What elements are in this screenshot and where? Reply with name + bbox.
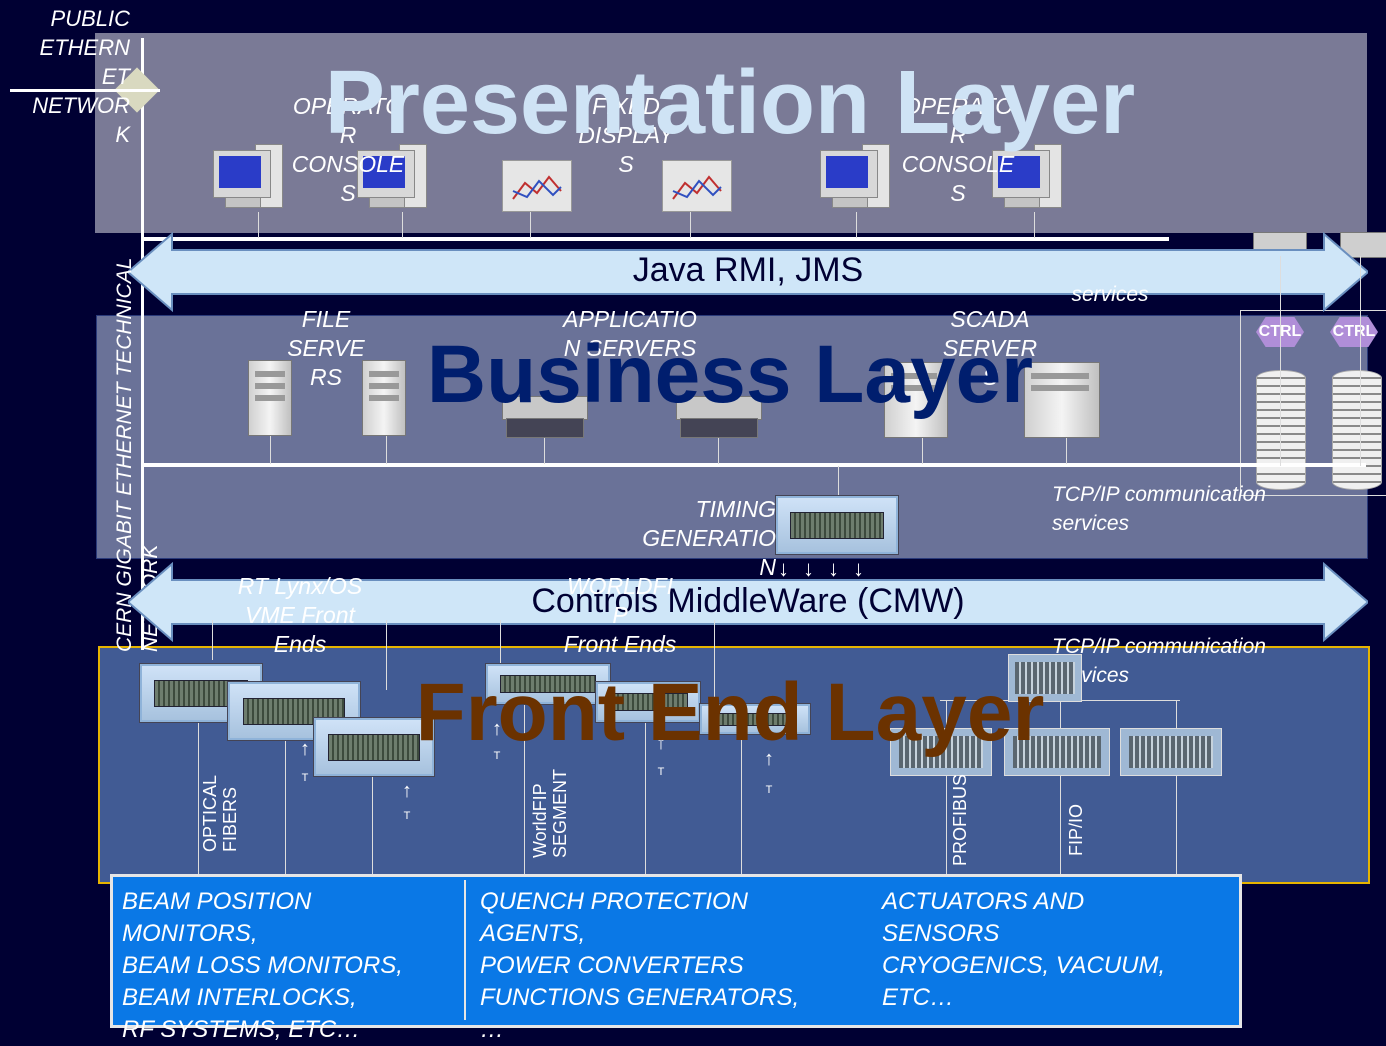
t-marker: ↑	[300, 738, 310, 760]
bus-line	[645, 720, 646, 878]
operator-console-icon	[992, 144, 1062, 208]
drop-line	[922, 430, 923, 464]
drop-line	[1066, 430, 1067, 464]
worldfip-frontend-icon	[700, 704, 810, 734]
disk-array-icon	[1332, 370, 1382, 490]
field-col-2: QUENCH PROTECTION AGENTS, POWER CONVERTE…	[480, 888, 800, 1043]
bus-line	[1060, 700, 1061, 878]
drop-line	[1034, 212, 1035, 238]
tcpip-label-business: TCP/IP communication services	[1052, 483, 1266, 535]
fixed-displays-label: FIXED DISPLAY S	[578, 93, 674, 177]
bus-line	[372, 770, 373, 878]
bus-line	[524, 700, 525, 878]
java-rmi-band	[128, 232, 1368, 312]
cmw-label: Controls MiddleWare (CMW)	[531, 582, 965, 620]
drop-line	[544, 430, 545, 464]
drop-line	[402, 212, 403, 238]
t-marker-label: T	[657, 766, 665, 778]
field-col-3: ACTUATORS AND SENSORS CRYOGENICS, VACUUM…	[882, 888, 1166, 1011]
disk-array-icon	[1256, 370, 1306, 490]
business-layer-title: Business Layer	[426, 329, 1034, 420]
application-server-icon	[502, 396, 588, 438]
presentation-layer-title: Presentation Layer	[324, 53, 1136, 153]
operator-console-icon	[357, 144, 427, 208]
bus-line	[198, 720, 199, 878]
scada-servers-label: SCADA SERVER S	[942, 306, 1038, 390]
drop-line	[838, 466, 839, 502]
bus-line	[212, 620, 213, 660]
bus-line	[741, 720, 742, 878]
drop-line	[270, 430, 271, 464]
application-server-icon	[676, 396, 762, 438]
drop-line	[258, 212, 259, 238]
scada-server-icon	[1024, 362, 1100, 438]
rt-lynx-label: RT Lynx/OS VME Front Ends	[237, 573, 363, 657]
timing-generator-icon	[776, 496, 898, 554]
ctrl-badge: CTRL	[1330, 317, 1378, 347]
drop-line	[1360, 256, 1361, 466]
t-marker-label: T	[765, 784, 773, 796]
services-label: services	[1071, 283, 1149, 306]
public-ethernet-label: PUBLIC ETHERN ET NETWOR K	[32, 6, 130, 147]
bus-line	[714, 620, 715, 700]
bus-line	[386, 620, 387, 690]
java-rmi-label: Java RMI, JMS	[632, 251, 864, 289]
t-marker: ↑	[492, 718, 502, 740]
front-end-layer-title: Front End Layer	[415, 667, 1045, 758]
worldfip-label: WORLDFI P Front Ends	[563, 573, 677, 657]
vme-crate-icon	[228, 682, 360, 740]
bus-line	[285, 730, 286, 878]
timing-arrows: ↓↓↓↓	[778, 556, 878, 581]
profibus-label: PROFIBUS	[950, 773, 970, 866]
file-servers-label: FILE SERVE RS	[287, 306, 365, 390]
optical-fibers-label: OPTICAL FIBERS	[200, 774, 240, 852]
business-bus-line	[141, 463, 1366, 467]
t-marker: ↑	[764, 748, 774, 770]
drop-line	[718, 430, 719, 464]
drop-line	[386, 430, 387, 464]
field-devices-box	[110, 874, 1242, 1028]
timing-generation-label: TIMING GENERATIO N	[642, 496, 776, 580]
application-servers-label: APPLICATIO N SERVERS	[563, 306, 697, 361]
storage-enclosure	[1240, 310, 1386, 496]
plc-icon	[890, 728, 992, 776]
presentation-bus-line	[141, 237, 1169, 241]
t-marker: ↑	[656, 732, 666, 754]
operator-consoles-left-label: OPERATO R CONSOLE S	[291, 93, 405, 206]
t-marker-label: T	[301, 772, 309, 784]
t-marker-label: T	[493, 750, 501, 762]
drop-line	[690, 212, 691, 238]
t-marker: ↑	[402, 780, 412, 802]
plc-icon	[1008, 654, 1082, 702]
field-divider	[464, 880, 466, 1020]
operator-consoles-right-label: OPERATO R CONSOLE S	[901, 93, 1015, 206]
plc-icon	[1004, 728, 1110, 776]
fixed-display-icon	[662, 160, 732, 212]
operator-console-icon	[213, 144, 283, 208]
drop-line	[1280, 256, 1281, 466]
file-server-icon	[362, 360, 406, 436]
bus-line	[1176, 700, 1177, 878]
cmw-band	[128, 562, 1368, 642]
scada-server-icon	[884, 362, 948, 438]
vme-crate-icon	[314, 718, 434, 776]
plc-icon	[1120, 728, 1222, 776]
drop-line	[530, 212, 531, 238]
field-col-1: BEAM POSITION MONITORS, BEAM LOSS MONITO…	[122, 888, 403, 1043]
worldfip-frontend-icon	[486, 664, 610, 704]
bus-line	[500, 620, 501, 670]
file-server-icon	[248, 360, 292, 436]
public-network-line	[10, 89, 160, 92]
technical-network-line	[141, 38, 144, 650]
t-marker-label: T	[403, 810, 411, 822]
worldfip-frontend-icon	[596, 682, 700, 722]
drop-line	[856, 212, 857, 238]
bus-line	[946, 700, 947, 878]
operator-console-icon	[820, 144, 890, 208]
fixed-display-icon	[502, 160, 572, 212]
